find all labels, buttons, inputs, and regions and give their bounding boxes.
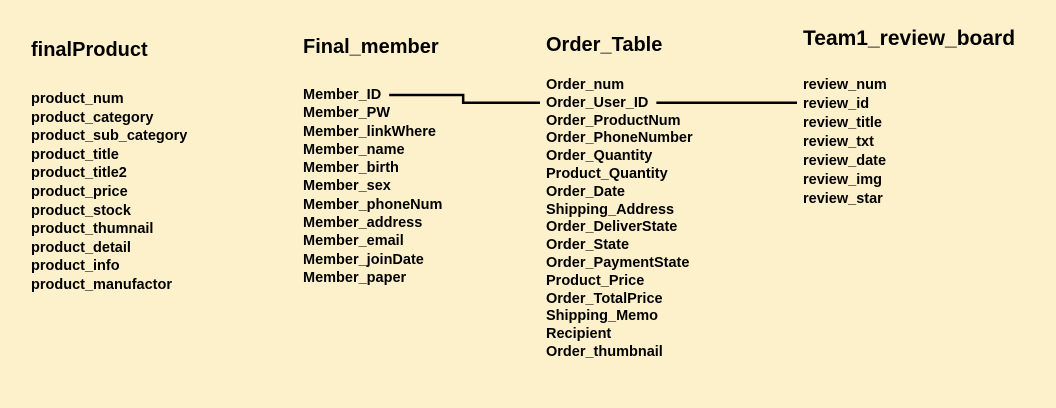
field-order-num: Order_num (546, 77, 625, 93)
field-list: review_num review_id review_title review_tx… (803, 76, 1015, 209)
field-list: product_num product_category product_sub_c… (31, 90, 187, 295)
field-member-address: Member_address (303, 215, 423, 232)
field-review-id: review_id (803, 96, 870, 112)
field-order-deliverstate: Order_DeliverState (546, 219, 678, 236)
field-product-stock: product_stock (31, 202, 131, 219)
field-member-name: Member_name (303, 141, 405, 158)
field-product-info: product_info (31, 258, 120, 275)
field-product-title: product_title (31, 146, 119, 163)
field-product-num: product_num (31, 91, 124, 107)
field-order-paymentstate: Order_PaymentState (546, 254, 690, 271)
field-order-date: Order_Date (546, 183, 625, 200)
field-order-state: Order_State (546, 237, 630, 254)
field-order-quantity: Order_Quantity (546, 148, 653, 165)
field-shipping-address: Shipping_Address (546, 201, 675, 218)
field-review-txt: review_txt (803, 134, 874, 150)
field-member-linkwhere: Member_linkWhere (303, 123, 436, 140)
field-member-joindate: Member_joinDate (303, 251, 424, 268)
field-member-id: Member_ID (303, 87, 382, 103)
field-review-num: review_num (803, 77, 887, 93)
field-review-star: review_star (803, 191, 883, 207)
field-product-manufactor: product_manufactor (31, 276, 172, 293)
field-product-category: product_category (31, 109, 154, 126)
field-review-img: review_img (803, 172, 882, 188)
field-product-title2: product_title2 (31, 165, 127, 182)
field-shipping-memo: Shipping_Memo (546, 308, 658, 325)
field-product-sub-category: product_sub_category (31, 128, 188, 145)
field-member-sex: Member_sex (303, 178, 391, 195)
field-recipient: Recipient (546, 326, 612, 343)
field-product-detail: product_detail (31, 239, 131, 256)
table-title: finalProduct (31, 39, 148, 61)
table-title: Final_member (303, 36, 439, 58)
field-order-user-id: Order_User_ID (546, 94, 649, 111)
table-finalproduct: finalProduct product_num product_category… (31, 38, 187, 295)
field-order-thumbnail: Order_thumbnail (546, 343, 663, 360)
field-member-birth: Member_birth (303, 160, 399, 177)
table-title: Team1_review_board (803, 27, 1016, 50)
field-member-email: Member_email (303, 233, 404, 250)
field-member-phonenum: Member_phoneNum (303, 196, 443, 213)
field-member-pw: Member_PW (303, 105, 391, 122)
field-product-quantity: Product_Quantity (546, 165, 668, 182)
field-member-paper: Member_paper (303, 269, 407, 286)
field-order-productnum: Order_ProductNum (546, 112, 681, 129)
field-product-thumnail: product_thumnail (31, 221, 154, 238)
field-review-date: review_date (803, 153, 887, 169)
field-product-price: Product_Price (546, 272, 645, 289)
field-product-price: product_price (31, 183, 128, 200)
field-review-title: review_title (803, 115, 882, 131)
field-order-phonenumber: Order_PhoneNumber (546, 130, 693, 147)
field-order-totalprice: Order_TotalPrice (546, 290, 663, 307)
table-title: Order_Table (546, 34, 663, 56)
